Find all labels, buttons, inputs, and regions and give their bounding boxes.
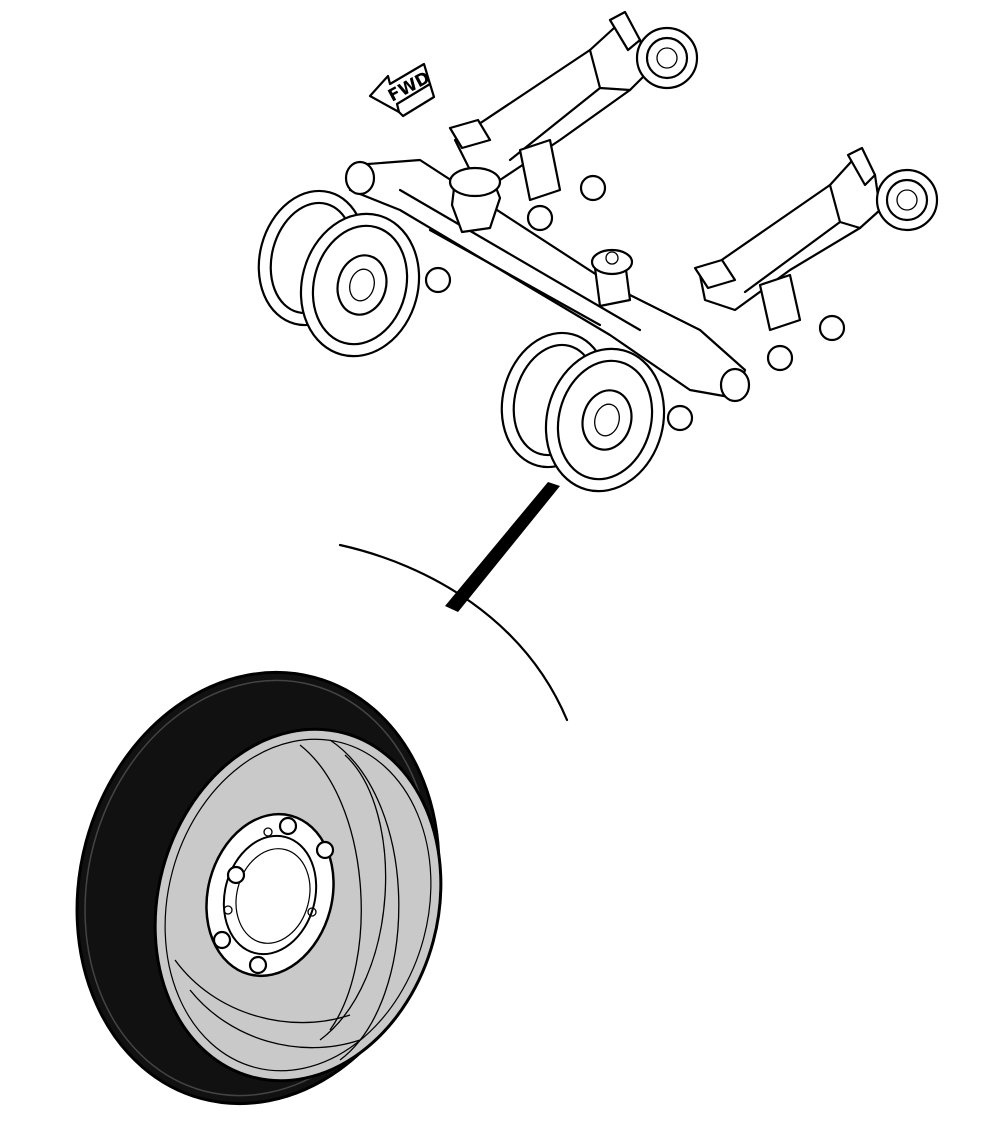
hex-nuts [424, 174, 846, 432]
center-pivot [448, 166, 634, 308]
front-wheel-pair [500, 331, 666, 493]
detail-wheel [75, 670, 443, 1106]
rear-wheel-pair [257, 189, 421, 358]
lug-nuts [212, 816, 335, 975]
cross-beam [344, 158, 751, 403]
rear-swing-arm [453, 10, 699, 182]
suspension-assembly [257, 10, 939, 493]
front-swing-arm [698, 146, 939, 312]
forward-direction-arrow: FWD [368, 62, 436, 118]
mounting-brackets [448, 118, 802, 332]
detail-callout [338, 482, 569, 722]
